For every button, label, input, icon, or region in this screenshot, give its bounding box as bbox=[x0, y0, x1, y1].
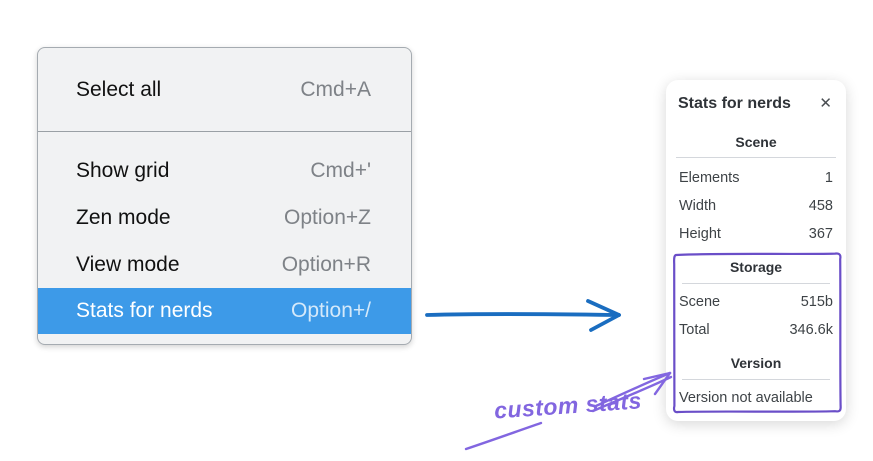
panel-title: Stats for nerds bbox=[678, 94, 791, 112]
menu-item-stats-for-nerds[interactable]: Stats for nerds Option+/ bbox=[38, 288, 411, 334]
stat-note: Version not available bbox=[679, 390, 813, 406]
menu-item-shortcut: Option+Z bbox=[284, 205, 371, 229]
menu-divider bbox=[38, 131, 411, 132]
stat-value: 458 bbox=[808, 198, 833, 214]
stat-value: 346.6k bbox=[789, 322, 833, 338]
menu-item-shortcut: Cmd+' bbox=[310, 158, 371, 182]
close-icon[interactable]: ✕ bbox=[819, 94, 832, 112]
menu-item-view-mode[interactable]: View mode Option+R bbox=[38, 241, 411, 288]
menu-item-shortcut: Option+R bbox=[281, 252, 371, 276]
stat-label: Scene bbox=[679, 294, 721, 310]
menu-item-label: Select all bbox=[76, 77, 162, 101]
stat-label: Total bbox=[679, 322, 710, 338]
menu-item-zen-mode[interactable]: Zen mode Option+Z bbox=[38, 194, 411, 241]
section-divider bbox=[676, 157, 836, 158]
stat-row-scene: Scene 515b bbox=[666, 288, 846, 316]
menu-item-select-all[interactable]: Select all Cmd+A bbox=[38, 66, 411, 113]
section-heading: Storage bbox=[729, 259, 783, 275]
annotation-arrow-icon bbox=[464, 371, 673, 451]
stat-row-elements: Elements 1 bbox=[666, 164, 846, 192]
stat-value: 515b bbox=[800, 294, 833, 310]
stats-panel-header: Stats for nerds ✕ bbox=[666, 80, 846, 114]
menu-item-shortcut: Cmd+A bbox=[300, 77, 371, 101]
stat-label: Width bbox=[679, 198, 717, 214]
stat-value: 1 bbox=[824, 170, 833, 186]
menu-item-show-grid[interactable]: Show grid Cmd+' bbox=[38, 147, 411, 194]
section-divider bbox=[682, 283, 830, 284]
menu-item-shortcut: Option+/ bbox=[291, 299, 371, 322]
stat-value: 367 bbox=[808, 226, 833, 242]
arrow-connector-icon bbox=[425, 299, 621, 332]
menu-item-label: Zen mode bbox=[76, 205, 171, 229]
menu-item-label: Show grid bbox=[76, 158, 170, 182]
stat-row-height: Height 367 bbox=[666, 220, 846, 248]
section-divider bbox=[682, 379, 830, 380]
section-heading: Scene bbox=[735, 134, 777, 150]
menu-item-label: Stats for nerds bbox=[76, 299, 213, 322]
stat-row-total: Total 346.6k bbox=[666, 316, 846, 344]
menu-group: Select all Cmd+A bbox=[38, 48, 411, 131]
menu-item-label: View mode bbox=[76, 252, 180, 276]
stat-label: Elements bbox=[679, 170, 740, 186]
stat-label: Height bbox=[679, 226, 721, 242]
section-heading: Version bbox=[730, 355, 782, 371]
stat-row-width: Width 458 bbox=[666, 192, 846, 220]
